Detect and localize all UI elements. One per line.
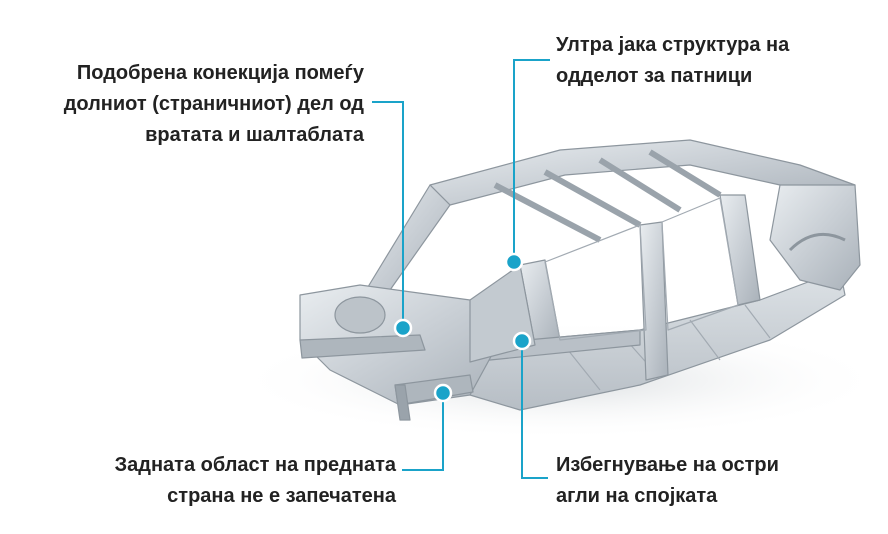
callout-label-line: Избегнување на остри xyxy=(556,454,779,476)
callout-line-bottom-left xyxy=(402,393,444,471)
callout-label-line: долниот (страничниот) дел од xyxy=(63,93,364,115)
callout-label-line: Подобрена конекција помеѓу xyxy=(76,62,364,84)
callout-label-line: одделот за патници xyxy=(556,65,753,87)
callout-dot-bottom-left xyxy=(433,383,453,403)
callout-label-front-rear-area: Задната област на предната страна не е з… xyxy=(115,450,396,512)
callout-label-line: агли на спојката xyxy=(556,485,718,507)
callout-lines xyxy=(372,59,550,479)
callout-dot-bottom-right xyxy=(512,331,532,351)
callout-label-line: вратата и шалтаблата xyxy=(145,124,364,146)
callout-label-joint-corners: Избегнување на остри агли на спојката xyxy=(556,450,779,512)
callout-line-bottom-right xyxy=(521,341,548,479)
callout-label-passenger-structure: Ултра јака структура на одделот за патни… xyxy=(556,30,789,92)
callout-line-top-left xyxy=(372,101,404,328)
callout-label-line: Задната област на предната xyxy=(114,454,396,476)
callout-label-line: страна не е запечатена xyxy=(167,485,396,507)
callout-label-line: Ултра јака структура на xyxy=(556,34,790,56)
car-frame xyxy=(299,139,861,421)
callout-line-top-right xyxy=(513,59,550,262)
callout-dot-top-left xyxy=(393,318,413,338)
callout-label-door-sill-connection: Подобрена конекција помеѓу долниот (стра… xyxy=(64,58,364,151)
callout-markers xyxy=(393,252,532,403)
callout-dot-top-right xyxy=(504,252,524,272)
